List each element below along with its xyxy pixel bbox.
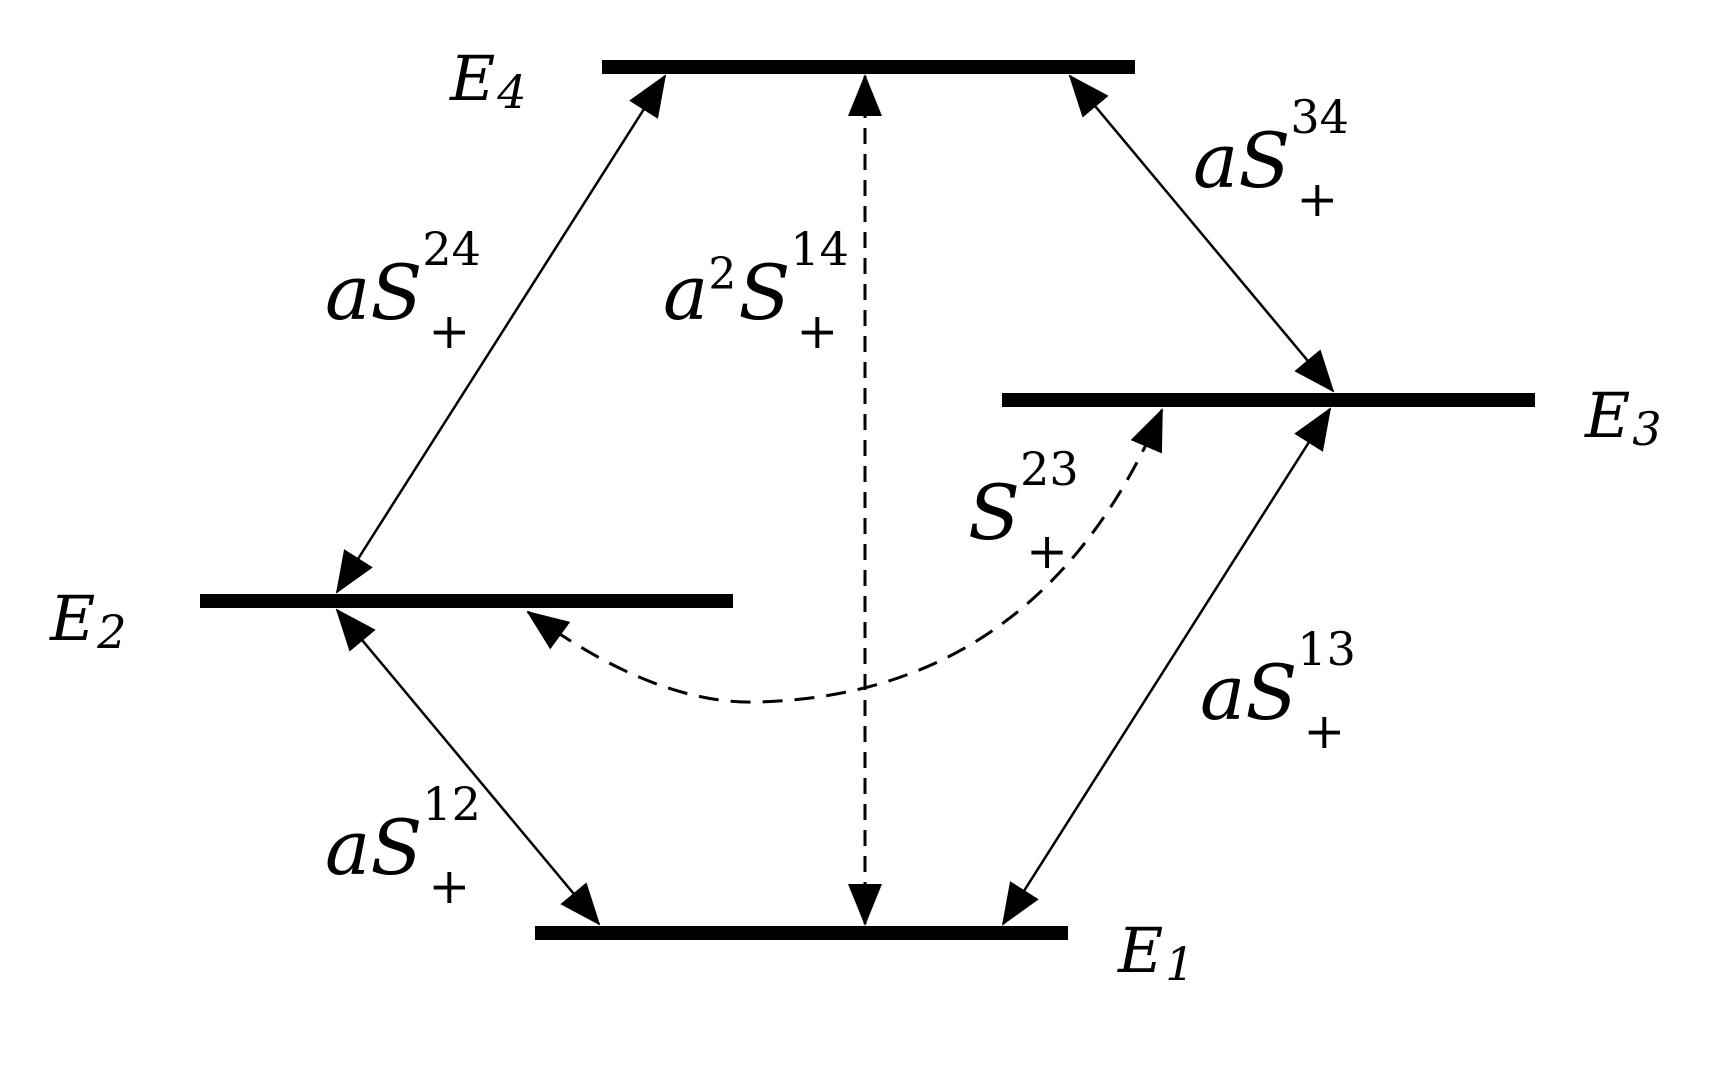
transition-23-arrow: [526, 408, 1164, 704]
transition-24-arrow: [335, 74, 667, 594]
transition-34-arrow: [1068, 74, 1335, 393]
level-e3-label: E3: [1585, 379, 1662, 456]
level-e4-label: E4: [450, 42, 527, 119]
level-e2-label: E2: [50, 582, 127, 659]
level-e1-label: E1: [1118, 914, 1195, 991]
transition-12-arrow: [335, 608, 601, 926]
transition-13-arrow: [1001, 407, 1332, 926]
